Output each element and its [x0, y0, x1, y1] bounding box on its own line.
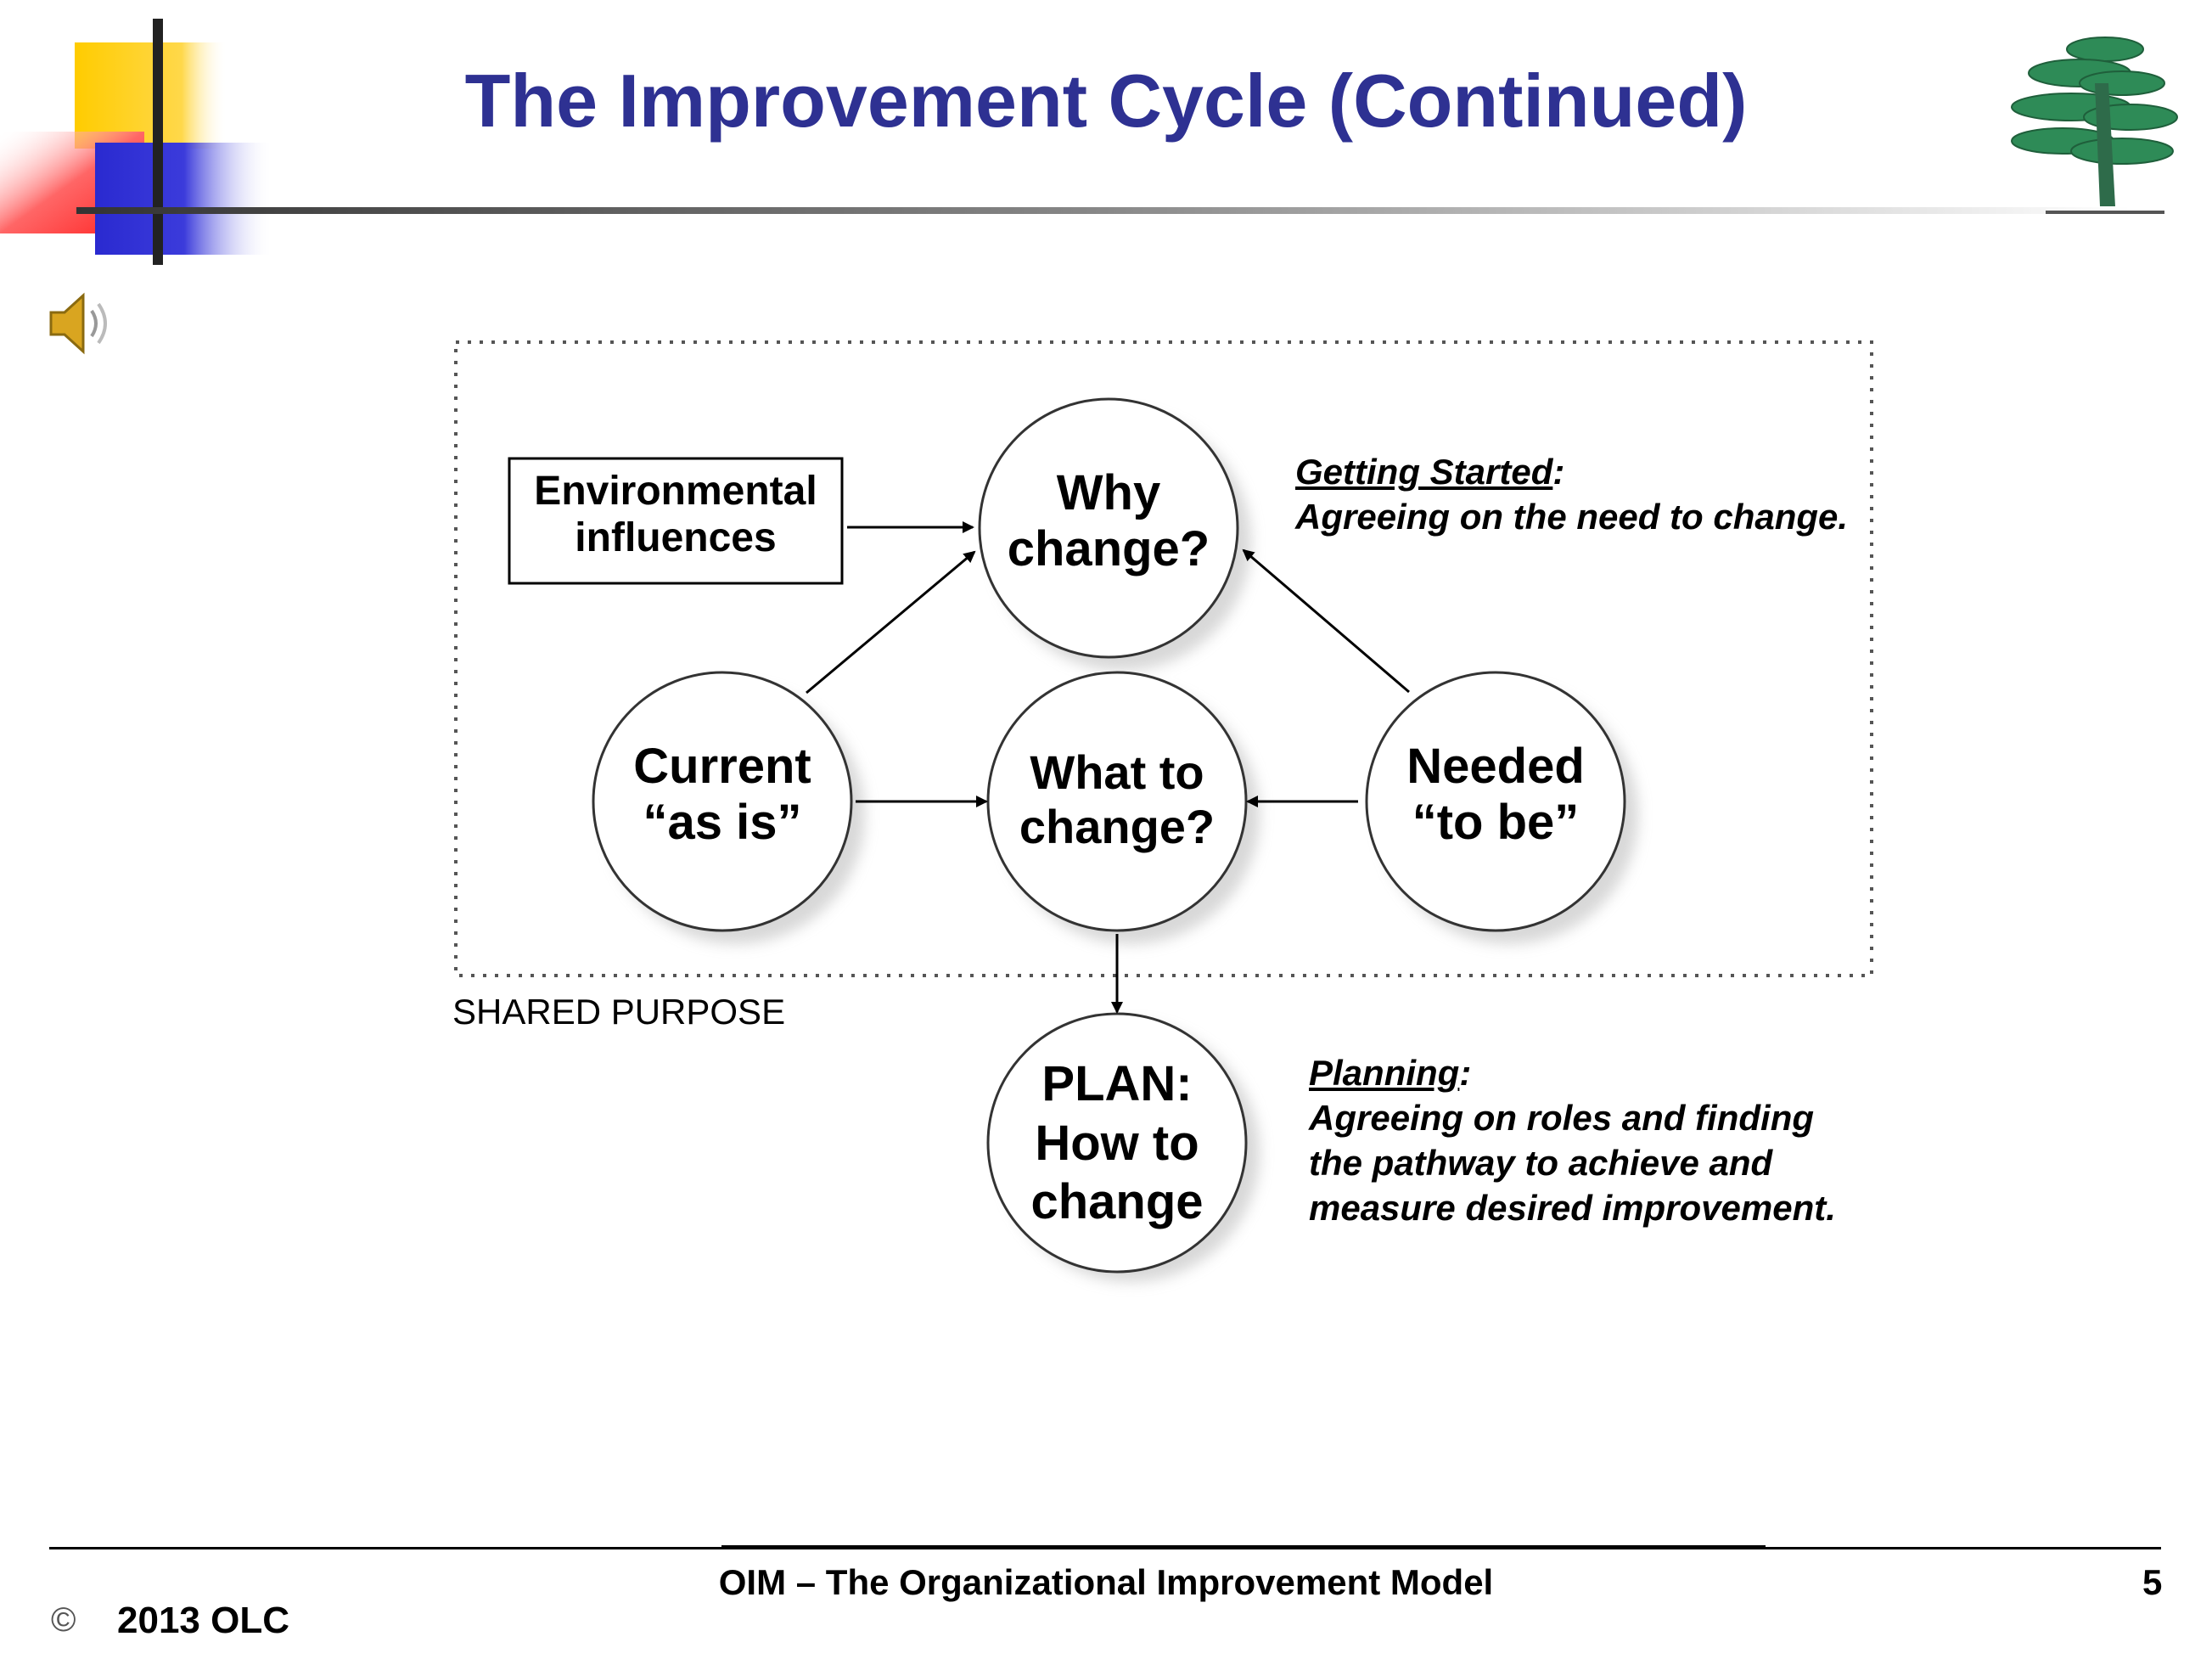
needed-to-be-circle [1365, 671, 1626, 932]
footer-title: OIM – The Organizational Improvement Mod… [718, 1562, 1494, 1602]
footer-rule-accent [721, 1545, 1766, 1549]
arrow-current-to-why [806, 550, 976, 695]
tree-logo-icon [2011, 37, 2178, 214]
shared-purpose-region [454, 340, 1873, 977]
why-change-circle [978, 397, 1239, 659]
why-change-label: Why change? [1007, 465, 1210, 577]
getting-started-heading: Getting Started [1295, 452, 1553, 492]
needed-to-be-label: Needed “to be” [1406, 739, 1585, 851]
plan-how-to-change-circle [986, 1012, 1248, 1274]
environmental-influences-label: Environmental influences [534, 469, 817, 560]
page-number: 5 [2142, 1562, 2163, 1602]
copyright-text: 2013 OLC [117, 1600, 289, 1641]
what-to-change-label: What to change? [1019, 745, 1215, 853]
getting-started-colon: : [1552, 452, 1565, 492]
current-as-is-label: Current “as is” [633, 739, 811, 851]
planning-note: Planning: Agreeing on roles and finding … [1309, 1051, 1903, 1231]
current-as-is-circle [592, 671, 853, 932]
slide-title: The Improvement Cycle (Continued) [464, 59, 1748, 143]
plan-how-to-change-label: PLAN: How to change [1030, 1056, 1204, 1230]
environmental-influences-box [508, 457, 844, 585]
planning-text: Agreeing on roles and finding the pathwa… [1309, 1097, 1836, 1228]
header-rule [76, 207, 2131, 214]
planning-heading: Planning [1309, 1053, 1460, 1093]
getting-started-text: Agreeing on the need to change. [1295, 496, 1849, 537]
arrow-needed-to-why [1242, 548, 1410, 694]
shared-purpose-label: SHARED PURPOSE [452, 992, 786, 1032]
getting-started-note: Getting Started: Agreeing on the need to… [1295, 450, 1872, 540]
copyright-icon: © [51, 1601, 76, 1639]
corner-decoration [0, 19, 273, 265]
planning-colon: : [1459, 1053, 1472, 1093]
speaker-icon[interactable] [44, 287, 121, 363]
